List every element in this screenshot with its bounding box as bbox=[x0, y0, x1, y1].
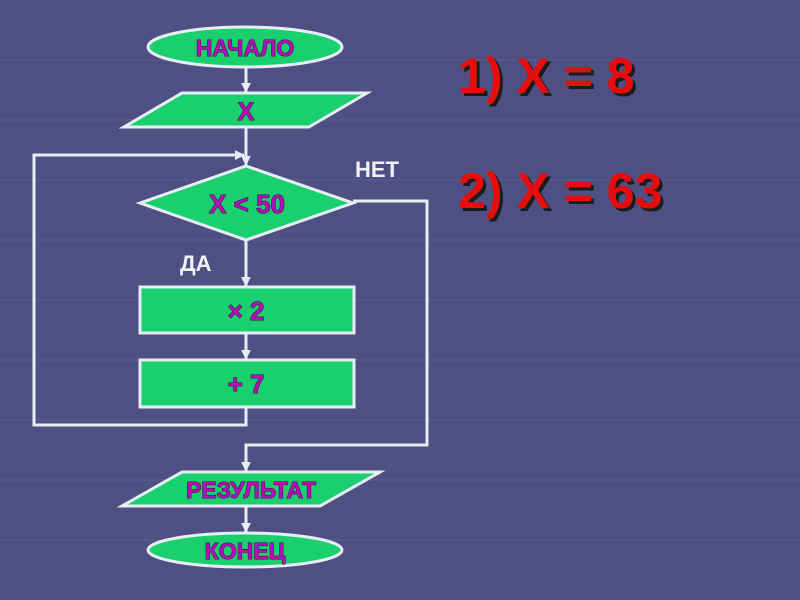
start-terminal: НАЧАЛО bbox=[146, 25, 344, 69]
condition-label: X < 50 bbox=[209, 189, 285, 219]
step2-label: + 7 bbox=[228, 369, 265, 399]
answer-2-text: 2) X = 63 bbox=[458, 163, 662, 219]
background-grid bbox=[0, 59, 800, 541]
multiply-block: × 2 bbox=[138, 285, 356, 335]
add-block: + 7 bbox=[138, 358, 356, 409]
step1-label: × 2 bbox=[228, 296, 265, 326]
end-terminal: КОНЕЦ bbox=[146, 531, 344, 569]
input-block: X bbox=[118, 91, 373, 129]
output-block: РЕЗУЛЬТАТ bbox=[116, 470, 386, 508]
yes-label: ДА bbox=[180, 251, 212, 276]
output-label: РЕЗУЛЬТАТ bbox=[186, 477, 316, 503]
condition-block: X < 50 bbox=[135, 164, 358, 242]
connectors bbox=[32, 67, 429, 532]
no-label: НЕТ bbox=[355, 157, 400, 182]
start-label: НАЧАЛО bbox=[196, 35, 295, 61]
end-label: КОНЕЦ bbox=[205, 538, 286, 564]
input-label: X bbox=[238, 98, 255, 126]
answer-1-text: 1) X = 8 bbox=[458, 48, 635, 104]
